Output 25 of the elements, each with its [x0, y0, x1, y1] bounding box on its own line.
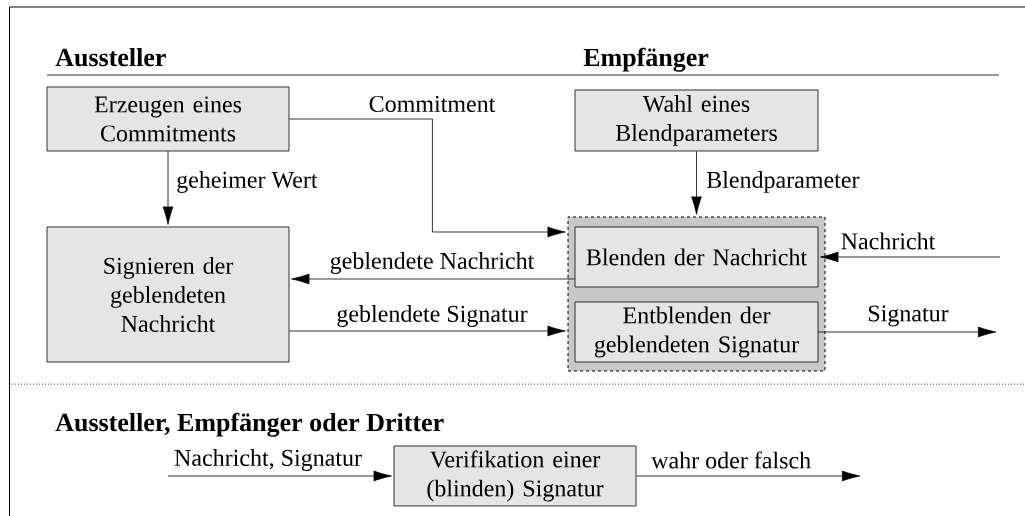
arrow [818, 326, 997, 338]
edge-label: Commitment [367, 94, 497, 114]
edge-label: geheimer Wert [175, 170, 319, 194]
edge-label: wahr oder falsch [650, 450, 813, 470]
arrow [289, 325, 566, 337]
process-box: Verifikation einer (blinden) Signatur [393, 445, 637, 507]
process-box: Blenden der Nachricht [574, 226, 819, 288]
edge-label: geblendete Signatur [335, 304, 529, 328]
section-heading: Aussteller, Empfänger oder Dritter [55, 412, 444, 437]
edge-label: Blendparameter [705, 170, 861, 194]
arrow [162, 151, 174, 225]
edge-label: Nachricht, Signatur [173, 448, 363, 472]
edge-label: geblendete Nachricht [328, 251, 536, 275]
process-box: Erzeugen eines Commitments [46, 86, 290, 152]
arrow [636, 470, 861, 482]
process-box: Signieren der geblendeten Nachricht [46, 226, 290, 363]
process-box: Wahl eines Blendparameters [574, 89, 819, 152]
arrow [289, 118, 566, 238]
edge-label: Signatur [866, 304, 950, 328]
arrow [167, 470, 392, 482]
arrow [291, 273, 575, 285]
edge-label: Nachricht [839, 231, 937, 251]
arrow [820, 251, 1001, 263]
arrow [691, 151, 702, 215]
process-box: Entblenden der geblendeten Signatur [574, 301, 819, 363]
